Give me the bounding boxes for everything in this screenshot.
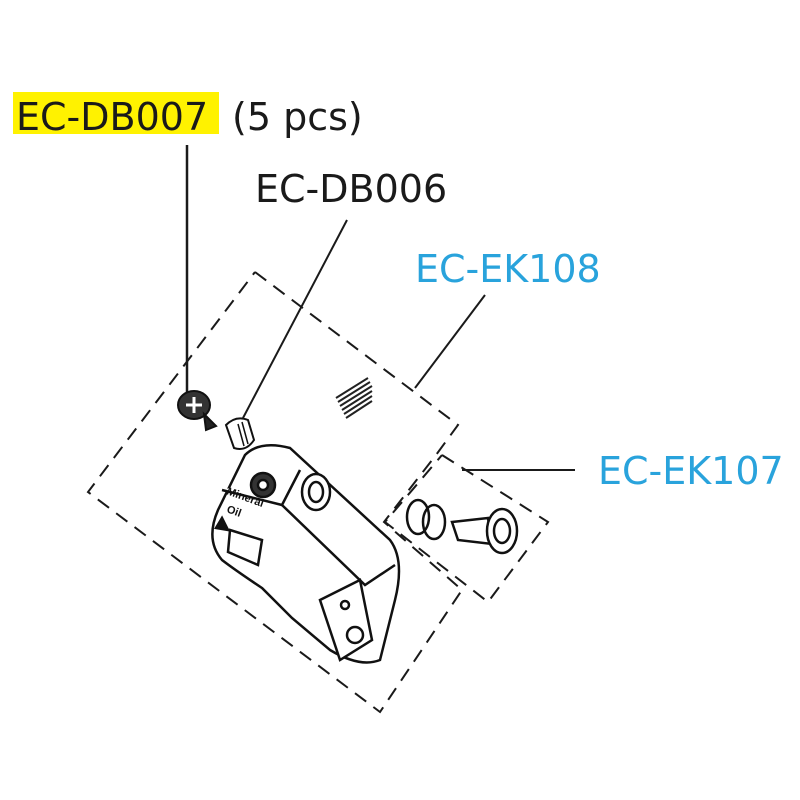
screw-part bbox=[177, 390, 218, 432]
leader-line-ec-db006 bbox=[242, 219, 348, 419]
part-label-ec-db007[interactable]: EC-DB007 bbox=[16, 95, 208, 139]
part-label-ec-ek108[interactable]: EC-EK108 bbox=[415, 247, 601, 291]
part-highlight bbox=[13, 92, 219, 134]
master-cylinder-body: Mineral Oil bbox=[211, 443, 401, 664]
part-quantity: (5 pcs) bbox=[232, 95, 363, 139]
part-label-ec-ek107[interactable]: EC-EK107 bbox=[598, 449, 784, 493]
piston-part bbox=[405, 498, 519, 555]
leader-line-ec-ek108 bbox=[414, 294, 486, 389]
warning-triangle-icon bbox=[213, 515, 231, 532]
plug-part bbox=[224, 417, 256, 450]
assembly-boundary-ec-ek108 bbox=[86, 271, 464, 714]
illustration-text-oil: Oil bbox=[225, 504, 243, 520]
part-label-ec-db006[interactable]: EC-DB006 bbox=[255, 167, 447, 211]
spring-part bbox=[335, 377, 373, 419]
